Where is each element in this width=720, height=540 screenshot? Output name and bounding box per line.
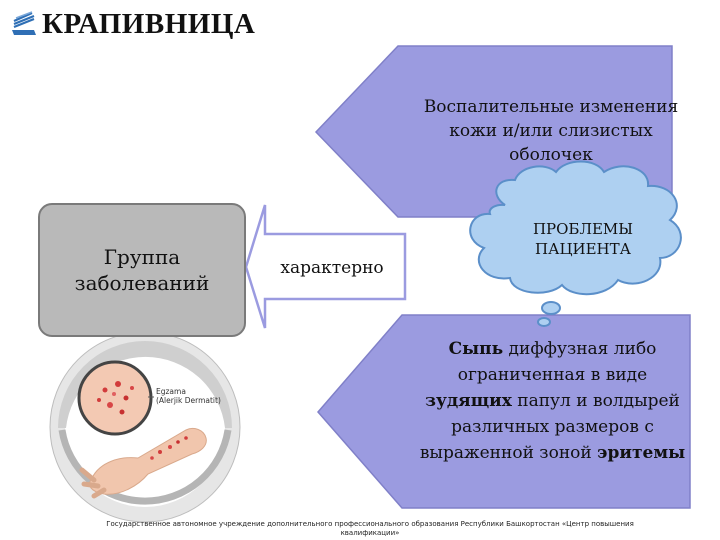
cloud-label: ПРОБЛЕМЫ ПАЦИЕНТА <box>532 220 634 258</box>
disease-group-text: Группа заболеваний <box>74 245 210 295</box>
rash-term: Сыпь <box>448 339 504 359</box>
arrow-label: характерно <box>280 258 384 278</box>
bottom-arrow-block <box>317 314 691 509</box>
patient-problems-cloud <box>469 160 682 327</box>
illustration-label: Egzama (Alerjik Dermatit) <box>156 387 221 405</box>
page-title: КРАПИВНИЦА <box>42 8 256 40</box>
top-block-text: Воспалительные изменения кожи и/или слиз… <box>423 97 679 165</box>
illustration-label-line1: Egzama <box>156 387 186 396</box>
text-part-3: папул и волдырей различных размеров с вы… <box>419 391 680 463</box>
disease-group-box <box>38 203 246 337</box>
characteristic-arrow <box>244 204 407 329</box>
erythema-term: эритемы <box>597 443 686 463</box>
logo-icon <box>12 11 36 35</box>
eczema-illustration <box>49 331 241 523</box>
itchy-term: зудящих <box>425 391 512 411</box>
footer-institution: Государственное автономное учреждение до… <box>106 520 634 537</box>
bottom-block-text: Сыпь диффузная либо ограниченная в виде … <box>415 336 690 466</box>
illustration-label-line2: (Alerjik Dermatit) <box>156 396 221 405</box>
text-part-1: диффузная либо ограниченная в виде <box>457 339 657 385</box>
